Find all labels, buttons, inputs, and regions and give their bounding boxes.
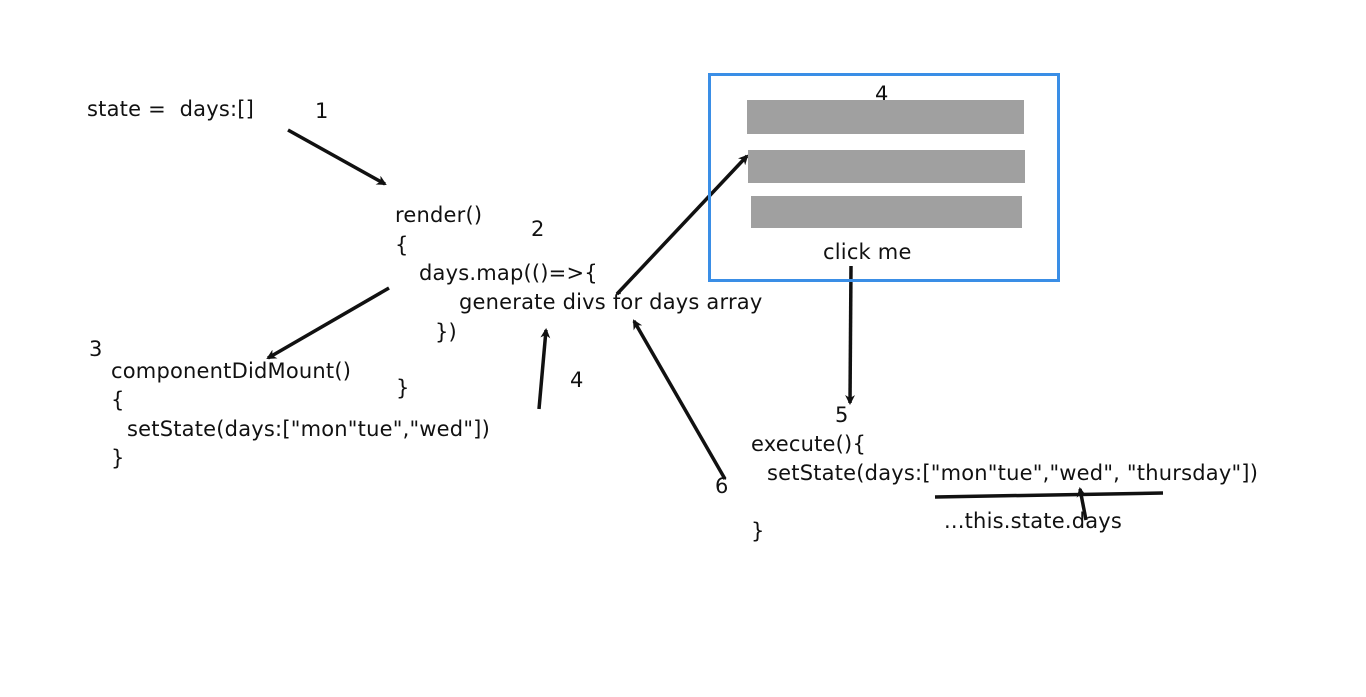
mount-line-1: componentDidMount() xyxy=(111,359,352,383)
arrow-execute-to-render xyxy=(632,319,727,480)
click-me-button[interactable]: click me xyxy=(823,240,912,264)
execute-line-2: setState(days:["mon"tue","wed", "thursda… xyxy=(767,461,1259,485)
mount-line-3: setState(days:["mon"tue","wed"]) xyxy=(127,417,490,441)
render-line-3: days.map(()=>{ xyxy=(419,261,598,285)
step-number-4-rerender: 4 xyxy=(570,368,584,392)
arrow-spread-to-array xyxy=(1076,487,1088,521)
day-div-bar xyxy=(747,100,1024,134)
step-number-1: 1 xyxy=(315,99,329,123)
execute-line-3: } xyxy=(751,519,765,543)
render-line-5: }) xyxy=(435,320,457,344)
arrow-render-to-mount xyxy=(266,286,390,360)
day-div-bar xyxy=(748,150,1025,183)
rendered-ui-box: 4 click me xyxy=(708,73,1060,282)
spread-state-days: ...this.state.days xyxy=(944,509,1123,533)
step-number-5: 5 xyxy=(835,403,849,427)
arrow-render-to-box xyxy=(615,154,749,296)
render-line-1: render() xyxy=(395,203,483,227)
arrow-box-to-execute xyxy=(845,265,856,405)
mount-line-2: { xyxy=(111,388,125,412)
state-declaration: state = days:[] xyxy=(87,97,255,121)
step-number-6: 6 xyxy=(715,474,729,498)
render-line-2: { xyxy=(395,233,409,257)
underline-days-array xyxy=(934,491,1164,499)
step-number-3: 3 xyxy=(89,337,103,361)
render-line-6: } xyxy=(396,376,410,400)
execute-line-1: execute(){ xyxy=(751,432,867,456)
step-number-4-box: 4 xyxy=(875,82,889,106)
step-number-2: 2 xyxy=(531,217,545,241)
day-div-bar xyxy=(751,196,1022,228)
mount-line-4: } xyxy=(111,446,125,470)
render-line-4: generate divs for days array xyxy=(459,290,763,314)
arrow-state-to-render xyxy=(287,128,387,186)
arrow-mount-to-render xyxy=(537,328,551,410)
